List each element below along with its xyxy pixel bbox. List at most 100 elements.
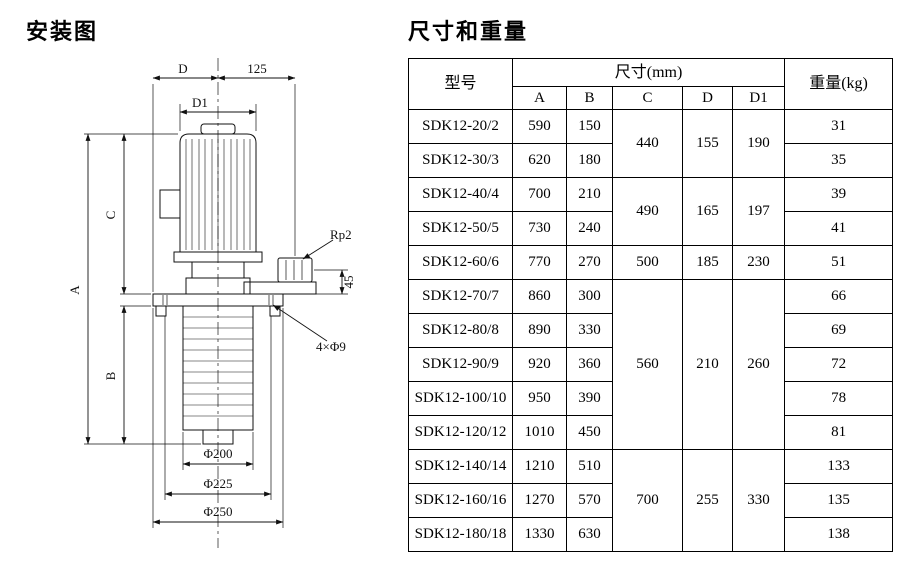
dim-d1-cell: 197 [731, 177, 786, 246]
stage-rings [183, 316, 253, 417]
motor-housing [179, 133, 257, 253]
dim-a-cell: 1210 [512, 449, 567, 484]
table-row: SDK12-120/12 1010 450 81 [408, 415, 894, 450]
dim-b-cell: 510 [566, 449, 613, 484]
plate-holes [162, 295, 274, 305]
table-row: SDK12-90/9 920 360 72 [408, 347, 894, 382]
col-header-c: C [612, 86, 683, 110]
table-row: SDK12-180/18 1330 630 138 [408, 517, 894, 552]
col-header-a: A [512, 86, 567, 110]
dim-label-c: C [103, 211, 118, 220]
dim-b-cell: 240 [566, 211, 613, 246]
weight-cell: 133 [784, 449, 894, 484]
port-thread-label: Rp2 [330, 227, 352, 242]
dimensions-weight-table: 型号 尺寸(mm) 重量(kg) A B C D D1 SDK12-20/2 5… [408, 58, 894, 552]
weight-cell: 66 [784, 279, 894, 314]
dim-b-cell: 570 [566, 483, 613, 518]
col-header-model: 型号 [408, 58, 513, 110]
weight-cell: 69 [784, 313, 894, 348]
model-cell: SDK12-40/4 [408, 177, 513, 212]
model-cell: SDK12-180/18 [408, 517, 513, 552]
dim-b-cell: 180 [566, 143, 613, 178]
dim-label-45: 45 [341, 276, 356, 289]
model-cell: SDK12-70/7 [408, 279, 513, 314]
col-header-d1: D1 [731, 86, 786, 110]
model-cell: SDK12-80/8 [408, 313, 513, 348]
weight-cell: 31 [784, 109, 894, 144]
col-header-dims: 尺寸(mm) [511, 58, 786, 87]
dim-label-b: B [103, 371, 118, 380]
weight-cell: 51 [784, 245, 894, 280]
pump-body [152, 123, 317, 445]
dim-b-cell: 150 [566, 109, 613, 144]
dim-d-cell: 165 [682, 177, 733, 246]
model-cell: SDK12-100/10 [408, 381, 513, 416]
bottom-cap [202, 429, 234, 445]
model-cell: SDK12-120/12 [408, 415, 513, 450]
holes-label: 4×Φ9 [316, 339, 346, 354]
dim-b-cell: 630 [566, 517, 613, 552]
dim-label-125: 125 [247, 61, 267, 76]
dim-a-cell: 1330 [512, 517, 567, 552]
dim-c-cell: 560 [612, 279, 683, 450]
model-cell: SDK12-140/14 [408, 449, 513, 484]
terminal-box [159, 189, 181, 219]
col-header-b: B [566, 86, 613, 110]
dim-a-cell: 890 [512, 313, 567, 348]
dim-b-cell: 330 [566, 313, 613, 348]
weight-cell: 135 [784, 483, 894, 518]
dim-c-cell: 700 [612, 449, 683, 552]
rp2-leader [302, 239, 334, 260]
dim-b-cell: 390 [566, 381, 613, 416]
table-row: SDK12-70/7 860 300 560 210 260 66 [408, 279, 894, 450]
model-cell: SDK12-20/2 [408, 109, 513, 144]
weight-cell: 35 [784, 143, 894, 178]
dia-200-label: Φ200 [203, 446, 232, 461]
table-row: SDK12-160/16 1270 570 135 [408, 483, 894, 518]
weight-cell: 72 [784, 347, 894, 382]
dim-d1-cell: 260 [731, 279, 786, 450]
plate-gusset-left [155, 305, 167, 317]
dim-label-a: A [67, 285, 82, 295]
dim-a-cell: 920 [512, 347, 567, 382]
extension-lines [84, 84, 348, 528]
table-row: SDK12-140/14 1210 510 700 255 330 133 [408, 449, 894, 552]
table-row: SDK12-20/2 590 150 440 155 190 31 [408, 109, 894, 178]
table-row: SDK12-100/10 950 390 78 [408, 381, 894, 416]
dimension-lines [85, 75, 345, 525]
dim-label-d: D [178, 61, 187, 76]
dim-d1-cell: 190 [731, 109, 786, 178]
dim-b-cell: 300 [566, 279, 613, 314]
port-threads [285, 260, 303, 280]
plate-gusset-right [269, 305, 281, 317]
model-cell: SDK12-90/9 [408, 347, 513, 382]
weight-cell: 81 [784, 415, 894, 450]
model-cell: SDK12-160/16 [408, 483, 513, 518]
dim-label-d1: D1 [192, 95, 208, 110]
dim-a-cell: 1010 [512, 415, 567, 450]
dia-250-label: Φ250 [203, 504, 232, 519]
dim-d-cell: 155 [682, 109, 733, 178]
holes-leader [272, 304, 328, 342]
dim-c-cell: 490 [612, 177, 683, 246]
model-cell: SDK12-50/5 [408, 211, 513, 246]
dim-a-cell: 860 [512, 279, 567, 314]
dim-a-cell: 1270 [512, 483, 567, 518]
table-title: 尺寸和重量 [408, 20, 529, 45]
model-cell: SDK12-60/6 [408, 245, 513, 280]
motor-fins [185, 139, 251, 250]
weight-cell: 41 [784, 211, 894, 246]
dim-a-cell: 590 [512, 109, 567, 144]
dim-d1-cell: 330 [731, 449, 786, 552]
col-header-weight: 重量(kg) [784, 58, 894, 110]
dim-c-cell: 500 [612, 245, 683, 280]
weight-cell: 138 [784, 517, 894, 552]
weight-cell: 78 [784, 381, 894, 416]
dim-b-cell: 210 [566, 177, 613, 212]
discharge-port [277, 257, 313, 283]
dim-b-cell: 360 [566, 347, 613, 382]
dim-a-cell: 730 [512, 211, 567, 246]
dim-d-cell: 255 [682, 449, 733, 552]
dim-d-cell: 210 [682, 279, 733, 450]
